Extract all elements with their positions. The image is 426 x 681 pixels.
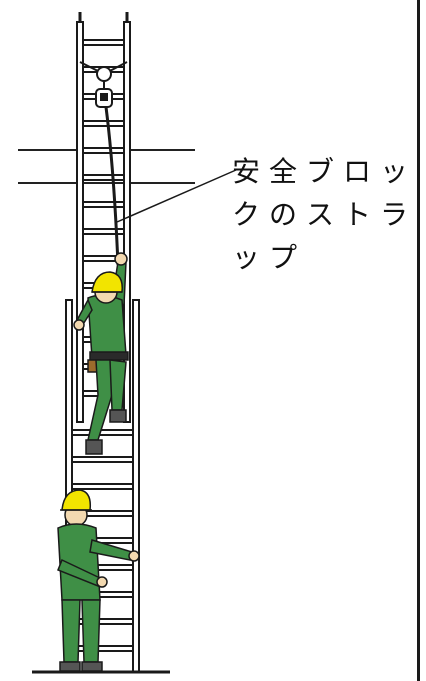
ladder-rung (71, 645, 134, 652)
ladder-rung (71, 483, 134, 490)
supporting-worker (57, 489, 140, 672)
ladder-rung (82, 228, 125, 235)
safety-block (79, 61, 128, 108)
ladder-rung (82, 201, 125, 208)
callout-line-1: 安全ブロッ (232, 155, 418, 188)
callout-line-3: ップ (232, 241, 307, 274)
callout-leader-line (116, 169, 237, 223)
ladder-rung (71, 618, 134, 625)
right-border-line (417, 0, 420, 681)
ladder-rung (71, 429, 134, 436)
ladder-rung (82, 120, 125, 127)
ladder-rung (82, 39, 125, 46)
safety-block-strap-callout: 安全ブロッ クのストラ ップ (232, 150, 414, 279)
callout-line-2: クのストラ (232, 198, 418, 231)
climbing-worker (73, 252, 129, 455)
ladder-rung (71, 456, 134, 463)
ladder-rung (82, 147, 125, 154)
safety-strap (104, 106, 120, 266)
ladder-rung (82, 174, 125, 181)
